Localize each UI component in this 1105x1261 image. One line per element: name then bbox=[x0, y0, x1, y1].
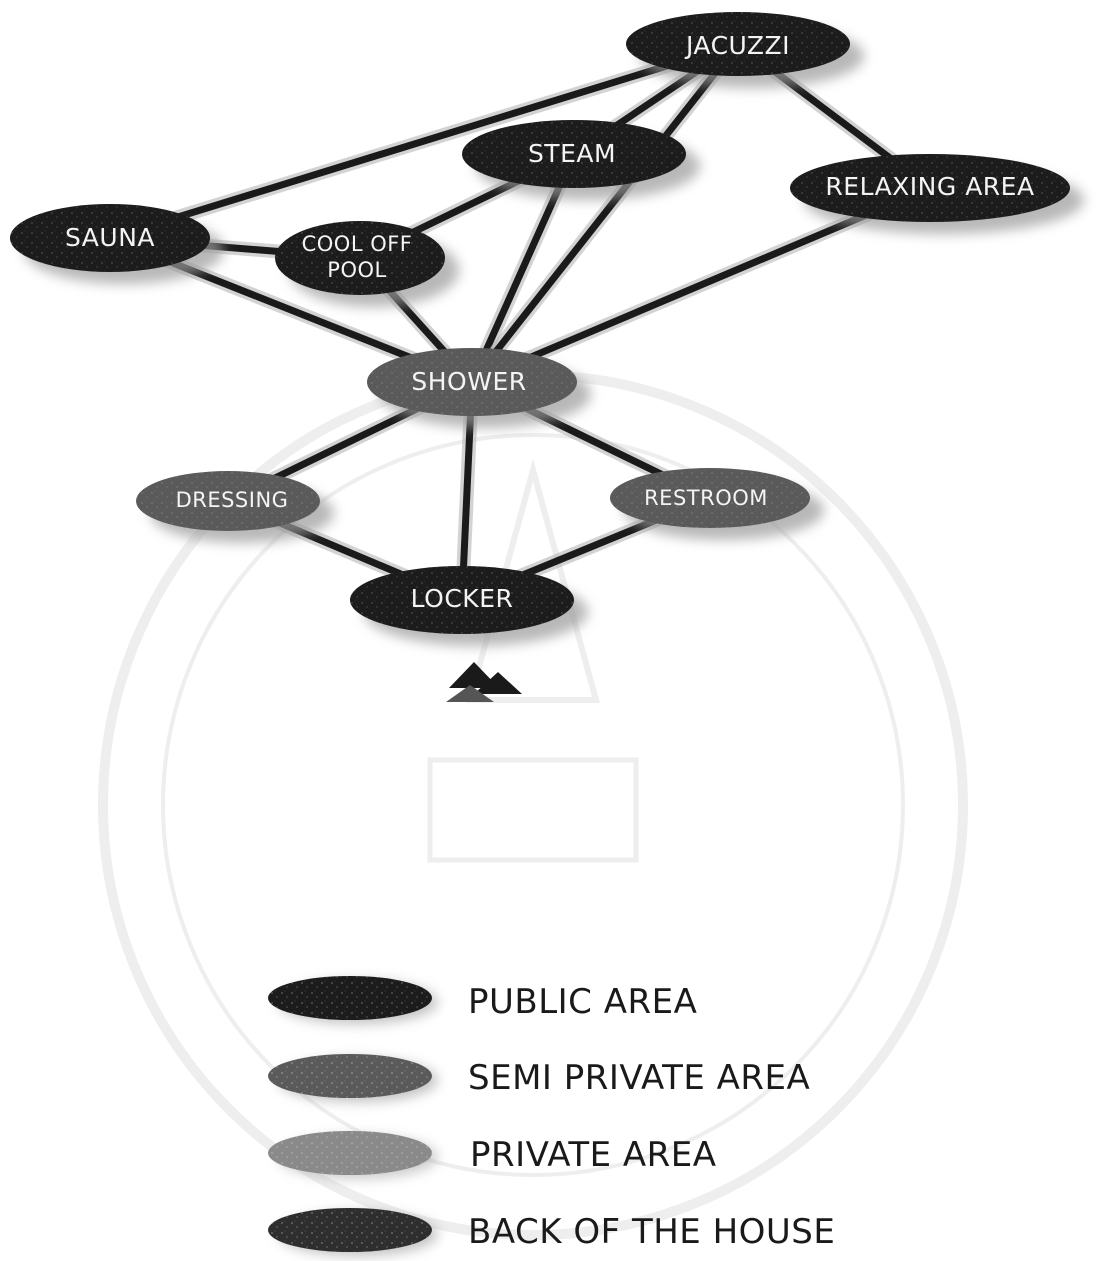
node-cool-off-pool-label-1: COOL OFF bbox=[302, 232, 413, 256]
node-shower-label: SHOWER bbox=[411, 367, 526, 396]
node-locker-label: LOCKER bbox=[411, 584, 514, 613]
node-labels: JACUZZI STEAM RELAXING AREA SAUNA COOL O… bbox=[65, 31, 1034, 613]
node-cool-off-pool-label-2: POOL bbox=[327, 258, 386, 282]
node-relaxing-area-label: RELAXING AREA bbox=[825, 172, 1034, 201]
node-relaxing-area bbox=[790, 154, 1084, 234]
node-cool-off-pool bbox=[275, 221, 459, 307]
node-restroom bbox=[610, 468, 824, 540]
legend-private-swatch bbox=[268, 1131, 438, 1179]
connector-sauna-jacuzzi bbox=[108, 40, 740, 242]
legend-semi-private-swatch bbox=[268, 1054, 438, 1102]
legend-private-label: PRIVATE AREA bbox=[470, 1135, 717, 1175]
legend-semi-private-label: SEMI PRIVATE AREA bbox=[468, 1058, 810, 1098]
legend-public-label: PUBLIC AREA bbox=[468, 982, 697, 1022]
legend-back-of-house-swatch bbox=[268, 1208, 438, 1256]
node-steam-label: STEAM bbox=[528, 139, 616, 168]
node-jacuzzi-label: JACUZZI bbox=[684, 31, 790, 60]
node-steam bbox=[462, 120, 700, 200]
node-sauna bbox=[10, 204, 224, 284]
node-dressing bbox=[136, 471, 334, 543]
legend: PUBLIC AREA SEMI PRIVATE AREA PRIVATE AR… bbox=[268, 976, 835, 1256]
legend-back-of-house-label: BACK OF THE HOUSE bbox=[468, 1212, 835, 1252]
entrance-arrow-icon bbox=[446, 662, 522, 702]
node-restroom-label: RESTROOM bbox=[644, 486, 768, 510]
node-shower bbox=[367, 348, 591, 428]
legend-public-swatch bbox=[268, 976, 438, 1024]
node-dressing-label: DRESSING bbox=[176, 488, 289, 512]
node-sauna-label: SAUNA bbox=[65, 223, 155, 252]
connector-jacuzzi-shower bbox=[469, 41, 741, 385]
node-locker bbox=[350, 566, 588, 646]
node-jacuzzi bbox=[626, 12, 864, 88]
